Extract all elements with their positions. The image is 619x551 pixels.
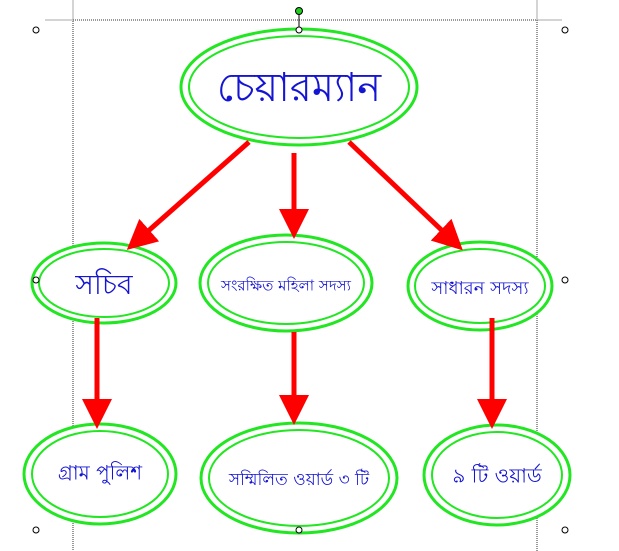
node-general-member[interactable] (406, 240, 554, 332)
resize-handle-nw[interactable] (32, 26, 40, 34)
resize-handle-sw[interactable] (32, 526, 40, 534)
village-police-label: গ্রাম পুলিশ (58, 461, 143, 485)
reserved-women-label: সংরক্ষিত মহিলা সদস্য (220, 277, 352, 295)
arrow-chairman-secretary (126, 140, 251, 250)
nine-wards-label: ৯ টি ওয়ার্ড (452, 464, 542, 488)
node-secretary[interactable] (30, 241, 178, 325)
resize-handle-ne[interactable] (561, 26, 569, 34)
general-member-label: সাধারন সদস্য (430, 278, 529, 299)
resize-handle-se[interactable] (561, 526, 569, 534)
ellipses (22, 27, 572, 535)
rotation-handle[interactable] (295, 7, 303, 15)
node-chairman[interactable] (179, 27, 419, 147)
resize-handle-s[interactable] (295, 526, 303, 534)
arrow-chairman-general (347, 140, 463, 251)
resize-handle-e[interactable] (561, 276, 569, 284)
resize-handle-w[interactable] (32, 276, 40, 284)
resize-handle-n[interactable] (295, 26, 303, 34)
chairman-label: চেয়ারম্যান (217, 65, 382, 111)
secretary-label: সচিব (74, 268, 133, 301)
combined-wards-label: সম্মিলিত ওয়ার্ড ৩ টি (228, 469, 370, 490)
